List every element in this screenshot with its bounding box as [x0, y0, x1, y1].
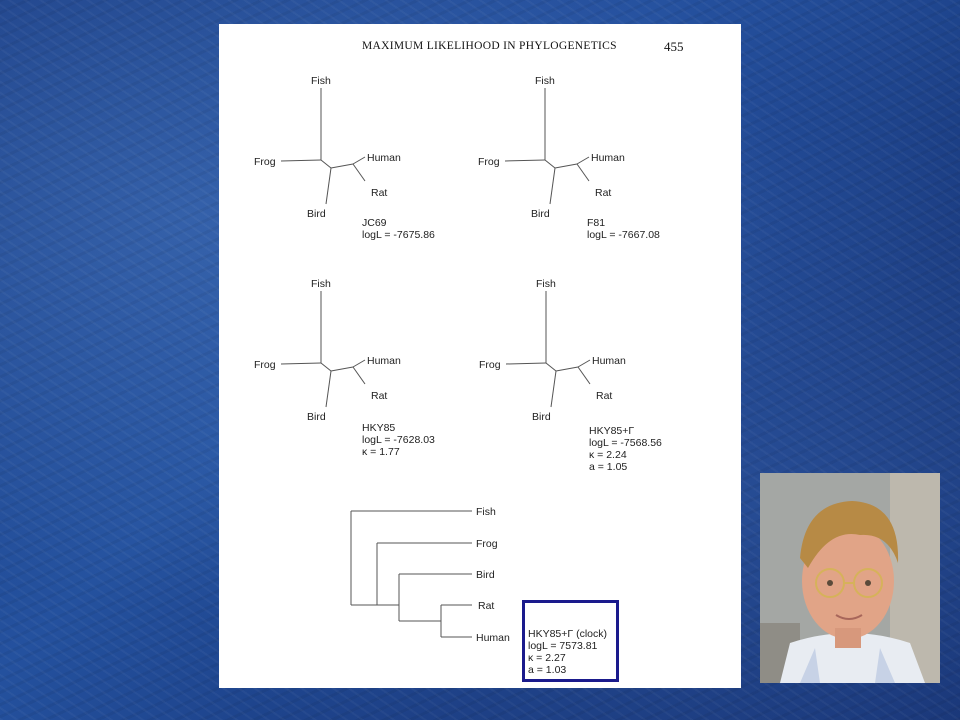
model-name: HKY85 — [362, 422, 396, 434]
branch-internal-2 — [554, 163, 578, 169]
alpha-value: a = 1.05 — [589, 461, 628, 473]
kappa-value: κ = 2.24 — [589, 449, 627, 461]
branch-rat — [576, 163, 590, 182]
taxon-human: Human — [367, 355, 401, 367]
branch-bird — [325, 370, 332, 408]
branch-internal — [320, 159, 332, 169]
portrait-illustration — [760, 473, 940, 683]
page-number: 455 — [664, 39, 684, 54]
alpha-value: a = 1.03 — [528, 664, 567, 676]
branch-human — [352, 156, 366, 165]
log-likelihood: logL = -7568.56 — [589, 437, 662, 449]
model-name: JC69 — [362, 217, 387, 229]
taxon-fish: Fish — [535, 75, 555, 87]
taxon-rat: Rat — [478, 600, 494, 612]
kappa-value: κ = 1.77 — [362, 446, 400, 458]
taxon-fish: Fish — [311, 75, 331, 87]
taxon-human: Human — [592, 355, 626, 367]
log-likelihood: logL = -7667.08 — [587, 229, 660, 241]
taxon-rat: Rat — [371, 390, 387, 402]
paper-page: MAXIMUM LIKELIHOOD IN PHYLOGENETICS 455 … — [219, 24, 741, 688]
taxon-human: Human — [367, 152, 401, 164]
model-stats-f81: F81 logL = -7667.08 — [587, 217, 660, 241]
model-name: HKY85+Γ — [589, 425, 635, 437]
taxon-rat: Rat — [596, 390, 612, 402]
branch-frog — [504, 159, 546, 162]
portrait-photo — [760, 473, 940, 683]
model-name: F81 — [587, 217, 606, 229]
model-stats-hky85: HKY85 logL = -7628.03 κ = 1.77 — [362, 422, 435, 458]
branch-human — [352, 359, 366, 368]
branch-internal-2 — [330, 366, 354, 372]
branch-internal — [545, 362, 557, 372]
tree-jc69: Fish Frog Human Rat Bird — [254, 75, 401, 220]
log-likelihood: logL = -7628.03 — [362, 434, 435, 446]
taxon-frog: Frog — [254, 156, 276, 168]
taxon-frog: Frog — [476, 538, 498, 550]
model-stats-hky85-gamma: HKY85+Γ logL = -7568.56 κ = 2.24 a = 1.0… — [589, 425, 662, 473]
taxon-frog: Frog — [479, 359, 501, 371]
model-name: HKY85+Γ (clock) — [528, 628, 608, 640]
tree-clock: Fish Frog Bird Rat Human — [350, 506, 510, 644]
taxon-frog: Frog — [254, 359, 276, 371]
branch-internal-2 — [330, 163, 354, 169]
branch-rat — [352, 366, 366, 385]
taxon-fish: Fish — [311, 278, 331, 290]
branch-internal — [544, 159, 556, 169]
log-likelihood: logL = 7573.81 — [528, 640, 598, 652]
branch-internal-2 — [555, 366, 579, 372]
branch-frog — [280, 159, 322, 162]
branch-frog — [505, 362, 547, 365]
branch-rat — [577, 366, 591, 385]
branch-internal — [320, 362, 332, 372]
highlight-box — [522, 600, 619, 682]
branch-rat — [352, 163, 366, 182]
taxon-bird: Bird — [531, 208, 550, 220]
branch-human — [577, 359, 591, 368]
taxon-bird: Bird — [532, 411, 551, 423]
taxon-frog: Frog — [478, 156, 500, 168]
tree-f81: Fish Frog Human Rat Bird — [478, 75, 625, 220]
model-stats-jc69: JC69 logL = -7675.86 — [362, 217, 435, 241]
phylogeny-figures: Fish Frog Human Rat Bird Fish Frog Human… — [254, 75, 626, 644]
log-likelihood: logL = -7675.86 — [362, 229, 435, 241]
tree-hky85-gamma: Fish Frog Human Rat Bird — [479, 278, 626, 423]
branch-human — [576, 156, 590, 165]
model-stats-clock: HKY85+Γ (clock) logL = 7573.81 κ = 2.27 … — [528, 628, 607, 676]
taxon-human: Human — [591, 152, 625, 164]
taxon-bird: Bird — [476, 569, 495, 581]
taxon-bird: Bird — [307, 411, 326, 423]
taxon-rat: Rat — [371, 187, 387, 199]
tree-hky85: Fish Frog Human Rat Bird — [254, 278, 401, 423]
running-head: MAXIMUM LIKELIHOOD IN PHYLOGENETICS — [362, 40, 617, 52]
branch-bird — [325, 167, 332, 205]
branch-bird — [549, 167, 556, 205]
taxon-human: Human — [476, 632, 510, 644]
branch-bird — [550, 370, 557, 408]
taxon-fish: Fish — [536, 278, 556, 290]
branch-frog — [280, 362, 322, 365]
taxon-fish: Fish — [476, 506, 496, 518]
kappa-value: κ = 2.27 — [528, 652, 566, 664]
taxon-bird: Bird — [307, 208, 326, 220]
taxon-rat: Rat — [595, 187, 611, 199]
